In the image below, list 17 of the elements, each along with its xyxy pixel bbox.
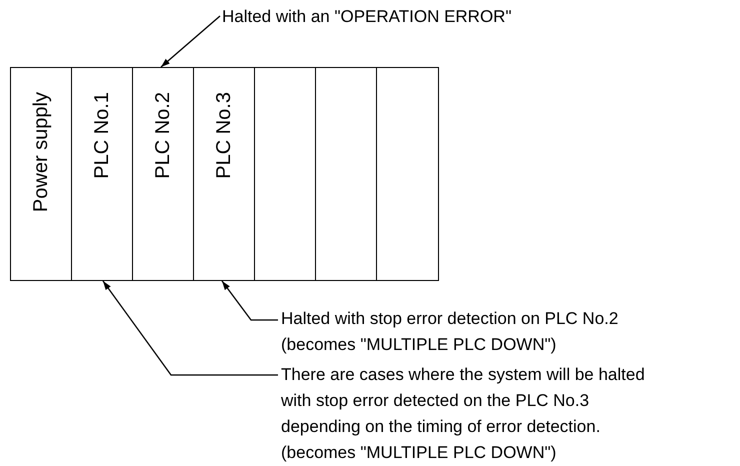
module-slot <box>132 67 194 281</box>
leader-arrow <box>221 280 278 321</box>
note-text: There are cases where the system will be halted with stop error detected on the PLC No.3 depending on the timing of error detection. (becomes "MULTIPLE PLC DOWN") <box>281 362 646 466</box>
leader-arrow <box>160 16 220 68</box>
module-label: PLC No.3 <box>214 92 234 179</box>
module-slot <box>71 67 134 281</box>
module-label: PLC No.1 <box>92 92 112 179</box>
module-label: PLC No.2 <box>153 92 174 179</box>
note-text: Halted with stop error detection on PLC No.2 (becomes "MULTIPLE PLC DOWN") <box>281 306 623 358</box>
leader-arrow <box>102 280 278 376</box>
empty-slot <box>376 67 438 281</box>
empty-slot <box>254 67 316 281</box>
module-slot <box>193 67 256 281</box>
module-slot <box>10 67 72 281</box>
empty-slot <box>315 67 378 281</box>
module-label: Power supply <box>31 92 52 212</box>
note-text: Halted with an "OPERATION ERROR" <box>222 4 552 30</box>
